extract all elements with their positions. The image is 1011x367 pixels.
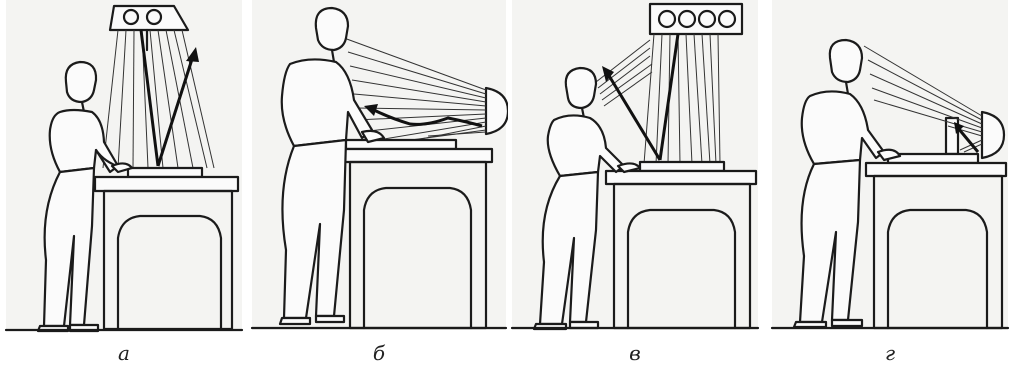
caption-v: в [510,341,760,365]
table-top [866,163,1006,176]
panel-a: а [0,0,248,367]
workpiece [640,162,724,171]
panel-b-drawing [250,0,508,367]
caption-b: б [250,341,508,365]
caption-a: а [0,341,248,365]
caption-g: г [770,341,1010,365]
workpiece [128,168,202,177]
workpiece [888,154,978,163]
overhead-luminaire [110,6,188,30]
panel-g: г [770,0,1010,367]
table-top [342,149,492,162]
panel-b: б [250,0,508,367]
table-top [606,171,756,184]
panel-v-drawing [510,0,760,367]
panel-g-drawing [770,0,1010,367]
panel-a-drawing [0,0,248,367]
workpiece [346,140,456,149]
panel-v: в [510,0,760,367]
table-top [95,177,238,191]
